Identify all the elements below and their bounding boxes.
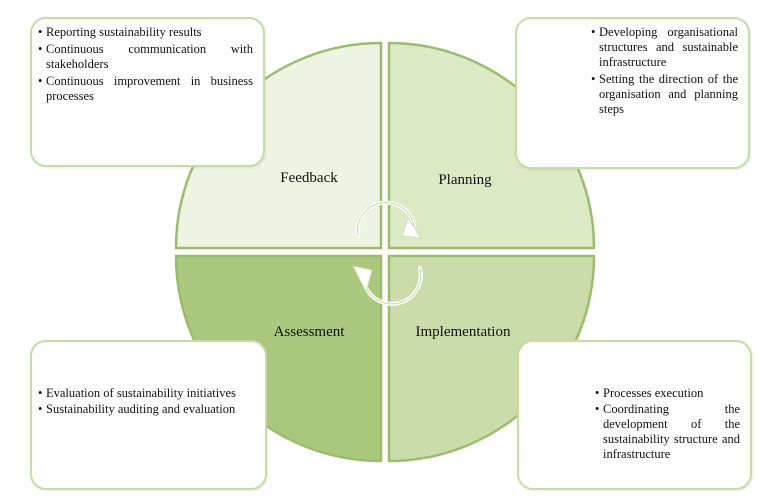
bullet-text: Processes execution xyxy=(603,386,704,400)
bullet-text: Developing organisational structures and… xyxy=(599,25,738,69)
planning-notes-box: Developing organisational structures and… xyxy=(515,17,750,169)
bullet-item: Developing organisational structures and… xyxy=(591,25,738,70)
bullet-item: Continuous improvement in business proce… xyxy=(38,74,253,104)
bullet-item: Coordinating the development of the sust… xyxy=(595,402,740,462)
bullet-text: Sustainability auditing and evaluation xyxy=(46,402,236,416)
feedback-label: Feedback xyxy=(280,170,338,186)
bullet-text: Continuous communication with stakeholde… xyxy=(46,42,253,71)
bullet-item: Setting the direction of the organisatio… xyxy=(591,72,738,117)
assessment-notes-box: Evaluation of sustainability initiatives… xyxy=(30,340,267,490)
bullet-text: Evaluation of sustainability initiatives xyxy=(46,386,236,400)
assessment-label: Assessment xyxy=(274,324,346,340)
arrowhead-top xyxy=(401,217,422,239)
bullet-text: Coordinating the development of the sust… xyxy=(603,402,740,461)
bullet-item: Processes execution xyxy=(595,386,740,401)
bullet-text: Continuous improvement in business proce… xyxy=(46,74,253,103)
bullet-item: Evaluation of sustainability initiatives xyxy=(38,386,255,401)
bullet-item: Continuous communication with stakeholde… xyxy=(38,42,253,72)
implementation-notes-box: Processes execution Coordinating the dev… xyxy=(517,340,752,490)
arrowhead-bottom xyxy=(352,265,373,294)
bullet-text: Setting the direction of the organisatio… xyxy=(599,72,738,116)
planning-label: Planning xyxy=(438,172,492,188)
bullet-text: Reporting sustainability results xyxy=(46,25,202,39)
implementation-label: Implementation xyxy=(416,324,511,340)
bullet-item: Sustainability auditing and evaluation xyxy=(38,402,255,417)
bullet-item: Reporting sustainability results xyxy=(38,25,253,40)
circular-arrows-icon xyxy=(355,200,423,306)
feedback-notes-box: Reporting sustainability results Continu… xyxy=(30,17,265,167)
